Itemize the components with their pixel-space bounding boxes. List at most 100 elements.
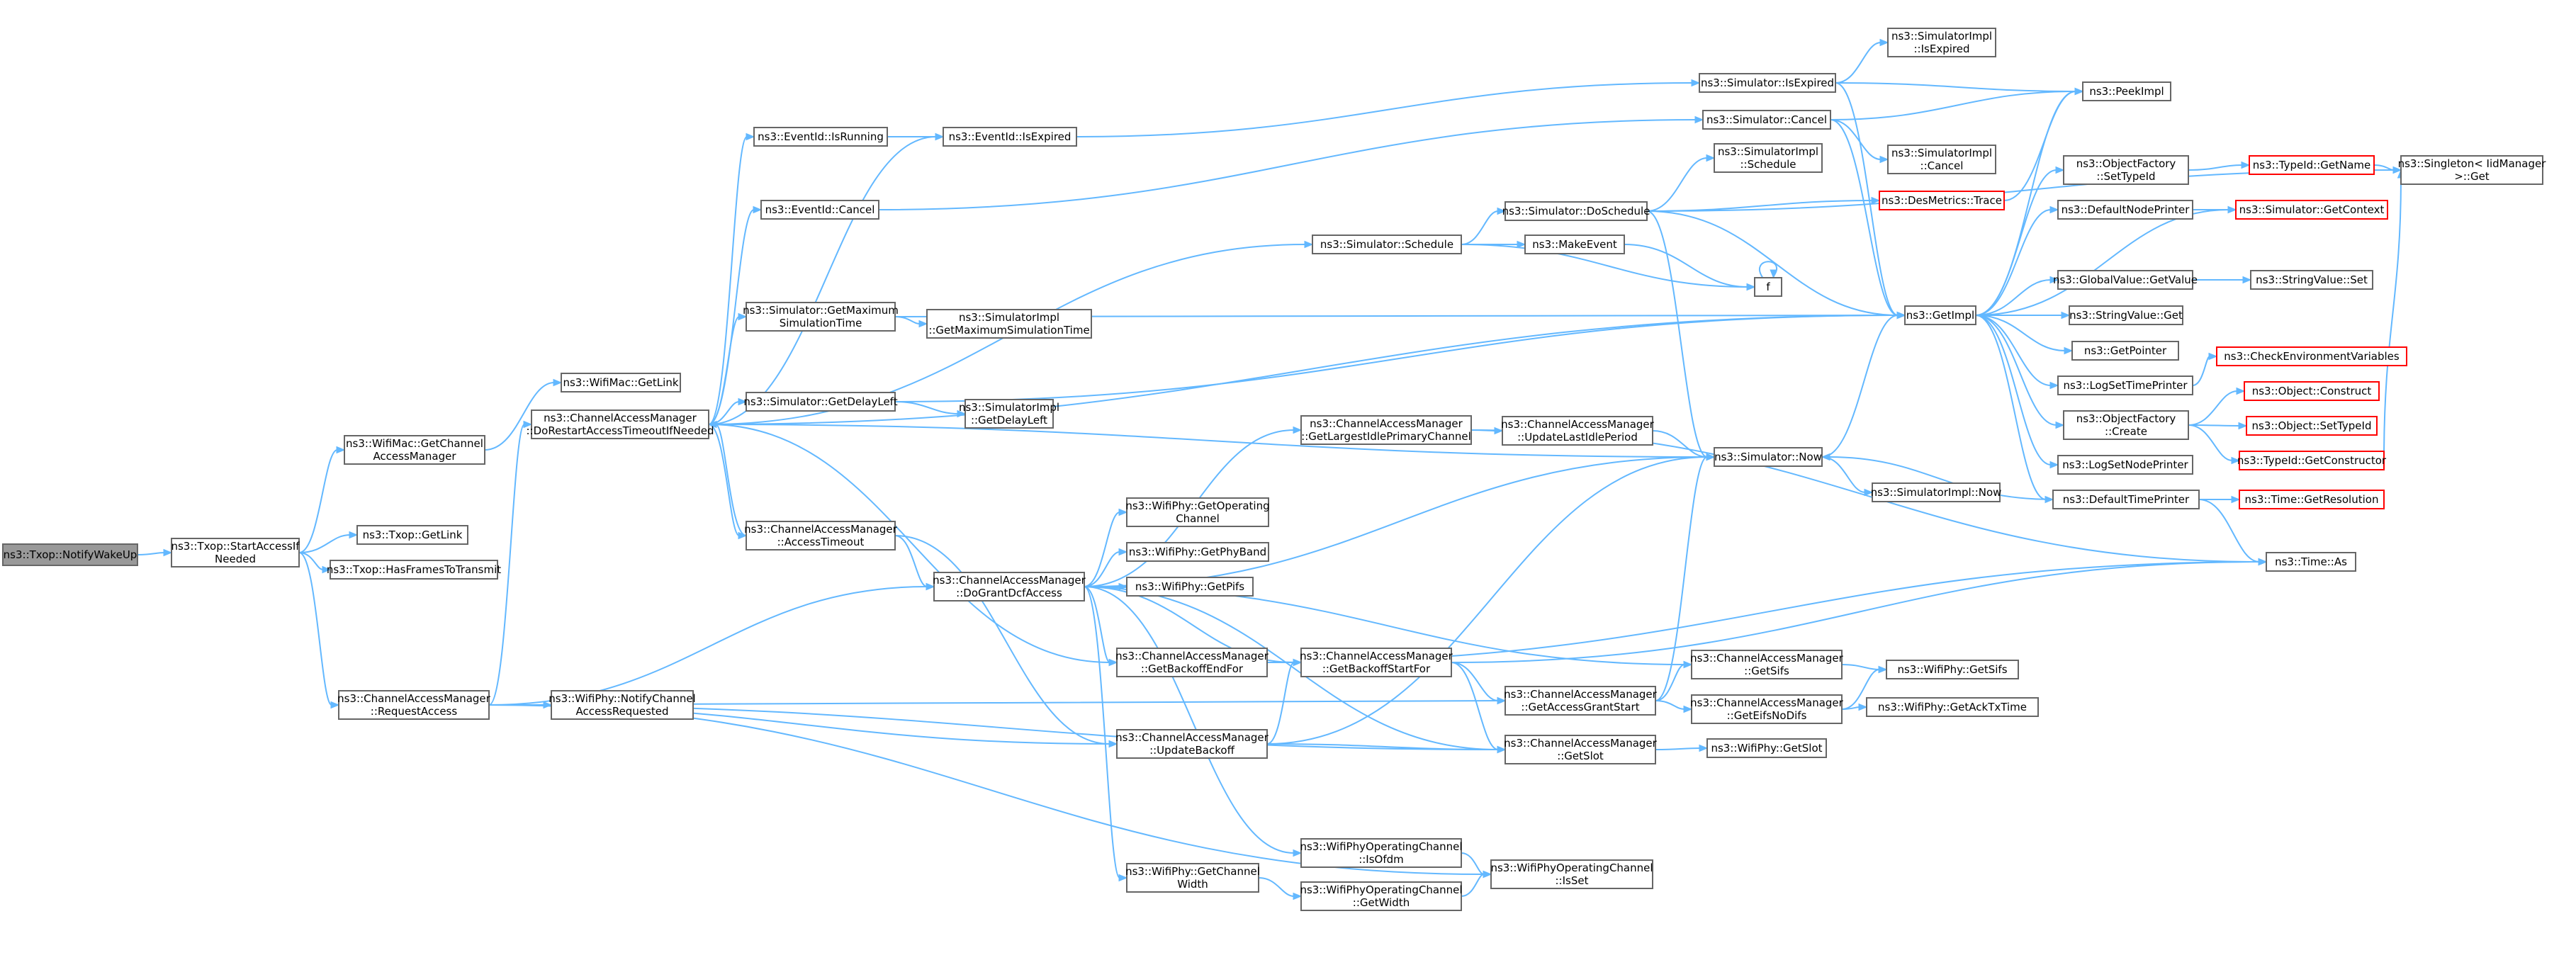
node-label: ::DoRestartAccessTimeoutIfNeeded xyxy=(526,424,714,437)
node-label: ns3::SimulatorImpl xyxy=(1718,145,1818,158)
node-getslot-cam[interactable]: ns3::ChannelAccessManager::GetSlot xyxy=(1504,735,1658,764)
edge-n_root-to-n_startaccess xyxy=(137,548,173,557)
node-getbackoffstart[interactable]: ns3::ChannelAccessManager::GetBackoffSta… xyxy=(1300,648,1453,677)
node-now[interactable]: ns3::Simulator::Now xyxy=(1714,447,1823,467)
node-isrunning[interactable]: ns3::EventId::IsRunning xyxy=(753,127,888,147)
node-getpointer[interactable]: ns3::GetPointer xyxy=(2071,341,2179,361)
node-label: ns3::StringValue::Set xyxy=(2256,273,2368,286)
edge-n_of_create-to-n_obj_construct xyxy=(2188,387,2246,426)
edge-n_getaccessgrant-to-n_getsifs_cam xyxy=(1655,660,1693,701)
node-sim-isexpired[interactable]: ns3::Simulator::IsExpired xyxy=(1699,73,1836,93)
edge-n_geteifs-to-n_phy_getack xyxy=(1841,703,1868,711)
node-label: ns3::Simulator::DoSchedule xyxy=(1502,205,1650,218)
node-notifychan[interactable]: ns3::WifiPhy::NotifyChannelAccessRequest… xyxy=(549,690,696,720)
node-cancel-ev[interactable]: ns3::EventId::Cancel xyxy=(760,200,879,220)
edge-n_dorestart-to-n_isexpired_ev xyxy=(708,132,945,425)
node-obj-settypeid[interactable]: ns3::Object::SetTypeId xyxy=(2246,416,2378,436)
node-of-settypeid[interactable]: ns3::ObjectFactory::SetTypeId xyxy=(2063,155,2189,185)
edge-n_sim_cancel-to-n_peekimpl xyxy=(1830,87,2084,120)
node-label: ::GetBackoffStartFor xyxy=(1322,662,1431,675)
node-phy-getslot[interactable]: ns3::WifiPhy::GetSlot xyxy=(1706,738,1827,758)
node-requestaccess[interactable]: ns3::ChannelAccessManager::RequestAccess xyxy=(337,690,491,720)
edge-n_sim_isexpired-to-n_impl_isexpired xyxy=(1835,38,1889,84)
node-logsetnode[interactable]: ns3::LogSetNodePrinter xyxy=(2057,455,2193,475)
edge-n_dogrant-to-n_isofdm xyxy=(1084,586,1303,857)
node-sim-getcontext[interactable]: ns3::Simulator::GetContext xyxy=(2235,200,2388,220)
node-impl-getmax[interactable]: ns3::SimulatorImpl::GetMaximumSimulation… xyxy=(926,309,1092,339)
node-label: ns3::Simulator::Now xyxy=(1714,451,1822,463)
node-getbackoffend[interactable]: ns3::ChannelAccessManager::GetBackoffEnd… xyxy=(1115,648,1269,677)
edge-n_isexpired_ev-to-n_sim_isexpired xyxy=(1076,79,1701,137)
node-getphyband[interactable]: ns3::WifiPhy::GetPhyBand xyxy=(1126,542,1269,562)
node-dogrant[interactable]: ns3::ChannelAccessManager::DoGrantDcfAcc… xyxy=(933,572,1086,602)
node-updatelastidle[interactable]: ns3::ChannelAccessManager::UpdateLastIdl… xyxy=(1501,416,1655,446)
node-impl-schedule[interactable]: ns3::SimulatorImpl::Schedule xyxy=(1714,143,1823,173)
node-getsifs-cam[interactable]: ns3::ChannelAccessManager::GetSifs xyxy=(1690,650,1844,679)
node-makeevent[interactable]: ns3::MakeEvent xyxy=(1524,235,1625,254)
node-dorestart[interactable]: ns3::ChannelAccessManager::DoRestartAcce… xyxy=(526,410,714,439)
node-sv-get[interactable]: ns3::StringValue::Get xyxy=(2069,305,2183,325)
node-gv-getvalue[interactable]: ns3::GlobalValue::GetValue xyxy=(2053,270,2198,290)
node-time-as[interactable]: ns3::Time::As xyxy=(2266,552,2356,572)
node-label: ns3::Txop::NotifyWakeUp xyxy=(4,548,137,561)
node-getwidth[interactable]: ns3::WifiPhyOperatingChannel::GetWidth xyxy=(1300,881,1463,911)
node-of-create[interactable]: ns3::ObjectFactory::Create xyxy=(2063,410,2189,440)
node-geteifs[interactable]: ns3::ChannelAccessManager::GetEifsNoDifs xyxy=(1690,694,1844,724)
node-typeid-getctor[interactable]: ns3::TypeId::GetConstructor xyxy=(2237,451,2387,470)
node-getpifs[interactable]: ns3::WifiPhy::GetPifs xyxy=(1126,577,1254,597)
node-checkenv[interactable]: ns3::CheckEnvironmentVariables xyxy=(2216,346,2407,366)
node-singleton-get[interactable]: ns3::Singleton< IidManager>::Get xyxy=(2398,155,2547,185)
node-sim-cancel[interactable]: ns3::Simulator::Cancel xyxy=(1702,110,1831,130)
node-hasframes[interactable]: ns3::Txop::HasFramesToTransmit xyxy=(327,560,501,580)
node-label: f xyxy=(1766,281,1770,293)
edge-n_startaccess-to-n_getlink_txop xyxy=(298,531,359,553)
node-getlargest[interactable]: ns3::ChannelAccessManager::GetLargestIdl… xyxy=(1300,415,1472,445)
node-sv-set[interactable]: ns3::StringValue::Set xyxy=(2250,270,2373,290)
node-typeid-getname[interactable]: ns3::TypeId::GetName xyxy=(2249,155,2375,175)
node-impl-isexpired[interactable]: ns3::SimulatorImpl::IsExpired xyxy=(1887,28,1996,57)
node-label: ::SetTypeId xyxy=(2096,170,2155,183)
node-obj-construct[interactable]: ns3::Object::Construct xyxy=(2244,381,2380,401)
node-getdelay[interactable]: ns3::Simulator::GetDelayLeft xyxy=(743,392,898,412)
node-getlink-txop[interactable]: ns3::Txop::GetLink xyxy=(356,525,468,545)
node-impl-getdelay[interactable]: ns3::SimulatorImpl::GetDelayLeft xyxy=(959,399,1059,429)
node-isexpired-ev[interactable]: ns3::EventId::IsExpired xyxy=(943,127,1077,147)
node-deftimeprinter[interactable]: ns3::DefaultTimePrinter xyxy=(2052,490,2200,509)
node-defnodeprinter[interactable]: ns3::DefaultNodePrinter xyxy=(2057,200,2193,220)
node-isofdm[interactable]: ns3::WifiPhyOperatingChannel::IsOfdm xyxy=(1300,838,1463,868)
node-getaccessgrant[interactable]: ns3::ChannelAccessManager::GetAccessGran… xyxy=(1504,686,1658,716)
node-label: ::GetDelayLeft xyxy=(971,414,1047,427)
node-impl-cancel[interactable]: ns3::SimulatorImpl::Cancel xyxy=(1887,145,1996,174)
node-isset[interactable]: ns3::WifiPhyOperatingChannel::IsSet xyxy=(1490,859,1653,889)
node-desmetrics[interactable]: ns3::DesMetrics::Trace xyxy=(1879,191,2005,210)
node-label: ns3::ChannelAccessManager xyxy=(1504,737,1657,750)
node-time-getres[interactable]: ns3::Time::GetResolution xyxy=(2239,490,2385,509)
node-label: ::UpdateBackoff xyxy=(1149,744,1234,757)
node-label: ::IsExpired xyxy=(1914,43,1970,55)
node-f[interactable]: f xyxy=(1754,277,1782,297)
node-peekimpl[interactable]: ns3::PeekImpl xyxy=(2082,81,2171,101)
edge-n_defnodeprinter-to-n_sim_getcontext xyxy=(2193,205,2237,214)
node-impl-now[interactable]: ns3::SimulatorImpl::Now xyxy=(1871,482,2002,502)
node-logsettime[interactable]: ns3::LogSetTimePrinter xyxy=(2057,375,2193,395)
node-root[interactable]: ns3::Txop::NotifyWakeUp xyxy=(2,543,138,566)
edge-n_getcam-to-n_wifimac_getlink xyxy=(484,378,563,451)
node-updatebackoff[interactable]: ns3::ChannelAccessManager::UpdateBackoff xyxy=(1115,729,1269,759)
edge-n_f-to-n_f xyxy=(1758,261,1778,279)
node-label: ns3::ChannelAccessManager xyxy=(1310,417,1463,430)
node-getimpl[interactable]: ns3::GetImpl xyxy=(1904,305,1976,325)
edge-n_getimpl-to-n_gv_getvalue xyxy=(1975,276,2059,316)
node-phy-getsifs[interactable]: ns3::WifiPhy::GetSifs xyxy=(1886,660,2019,679)
node-doschedule[interactable]: ns3::Simulator::DoSchedule xyxy=(1502,201,1650,221)
node-accesstimeout[interactable]: ns3::ChannelAccessManager::AccessTimeout xyxy=(744,521,898,550)
node-schedule[interactable]: ns3::Simulator::Schedule xyxy=(1312,235,1462,254)
edge-n_dogrant-to-n_getbackoffend xyxy=(1084,586,1118,667)
node-label: ns3::SimulatorImpl xyxy=(959,311,1059,324)
node-wifimac-getlink[interactable]: ns3::WifiMac::GetLink xyxy=(561,373,681,393)
node-phy-getack[interactable]: ns3::WifiPhy::GetAckTxTime xyxy=(1866,697,2039,717)
node-getmax[interactable]: ns3::Simulator::GetMaximumSimulationTime xyxy=(743,302,899,332)
